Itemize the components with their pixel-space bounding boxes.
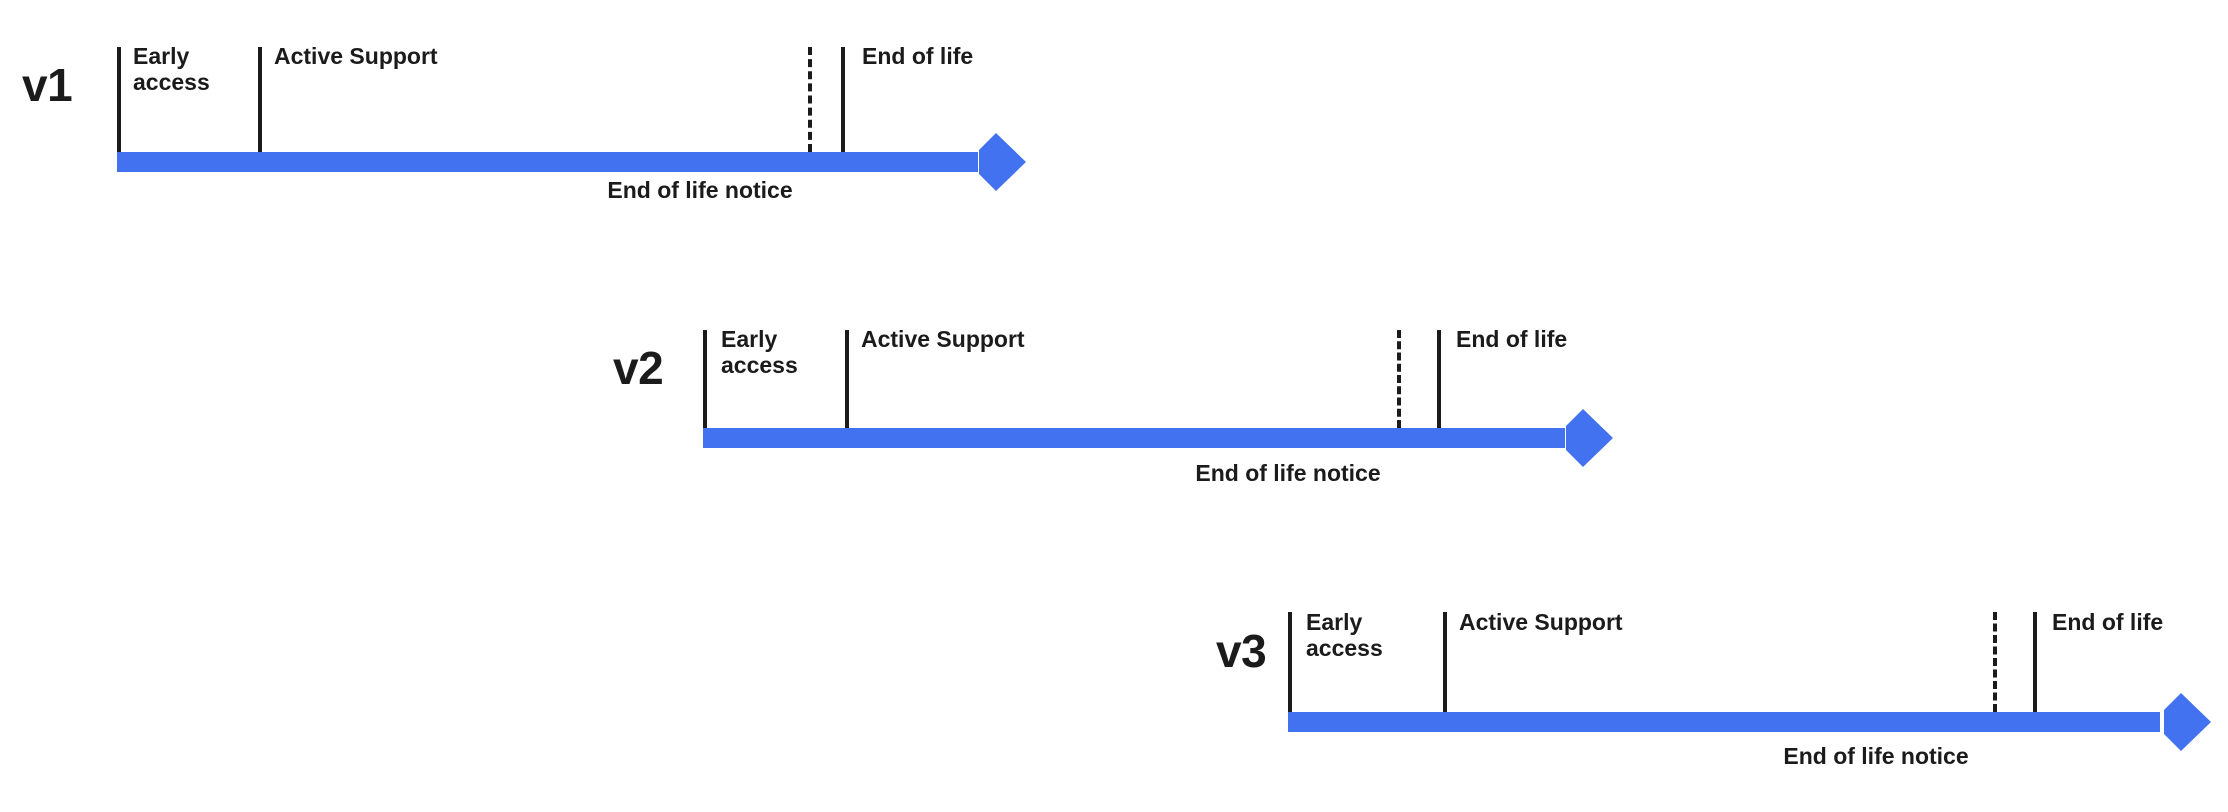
phase-label-active-support-v2: Active Support (861, 326, 1025, 352)
phase-label-active-support-v1: Active Support (274, 43, 438, 69)
arrow-head-icon-v2 (1566, 409, 1613, 467)
notice-label-v2: End of life notice (1195, 460, 1381, 486)
tick-early-access-start-v2 (703, 330, 707, 428)
notice-label-v1: End of life notice (607, 177, 793, 203)
arrow-head-icon-v3 (2164, 693, 2211, 751)
lifecycle-bar-v3 (1288, 712, 2160, 732)
phase-label-active-support-v3: Active Support (1459, 609, 1623, 635)
arrow-head-icon-v1 (979, 133, 1026, 191)
phase-label-early-access-v3: Early access (1306, 609, 1383, 661)
notice-label-v3: End of life notice (1783, 743, 1969, 769)
phase-label-end-of-life-v2: End of life (1456, 326, 1568, 352)
tick-end-of-life-notice-v3 (1993, 612, 1997, 712)
tick-end-of-life-start-v2 (1437, 330, 1441, 428)
tick-end-of-life-notice-v2 (1397, 330, 1401, 428)
lifecycle-bar-v1 (117, 152, 978, 172)
tick-active-support-start-v3 (1443, 612, 1447, 712)
version-label-v1: v1 (22, 59, 73, 111)
lifecycle-bar-v2 (703, 428, 1565, 448)
tick-early-access-start-v3 (1288, 612, 1292, 712)
tick-active-support-start-v1 (258, 47, 262, 152)
tick-end-of-life-notice-v1 (808, 47, 812, 152)
version-label-v2: v2 (613, 342, 664, 394)
phase-label-end-of-life-v3: End of life (2052, 609, 2164, 635)
phase-label-end-of-life-v1: End of life (862, 43, 974, 69)
version-label-v3: v3 (1216, 625, 1267, 677)
tick-active-support-start-v2 (845, 330, 849, 428)
phase-label-early-access-v1: Early access (133, 43, 210, 95)
tick-end-of-life-start-v3 (2033, 612, 2037, 712)
phase-label-early-access-v2: Early access (721, 326, 798, 378)
tick-early-access-start-v1 (117, 47, 121, 152)
tick-end-of-life-start-v1 (841, 47, 845, 152)
